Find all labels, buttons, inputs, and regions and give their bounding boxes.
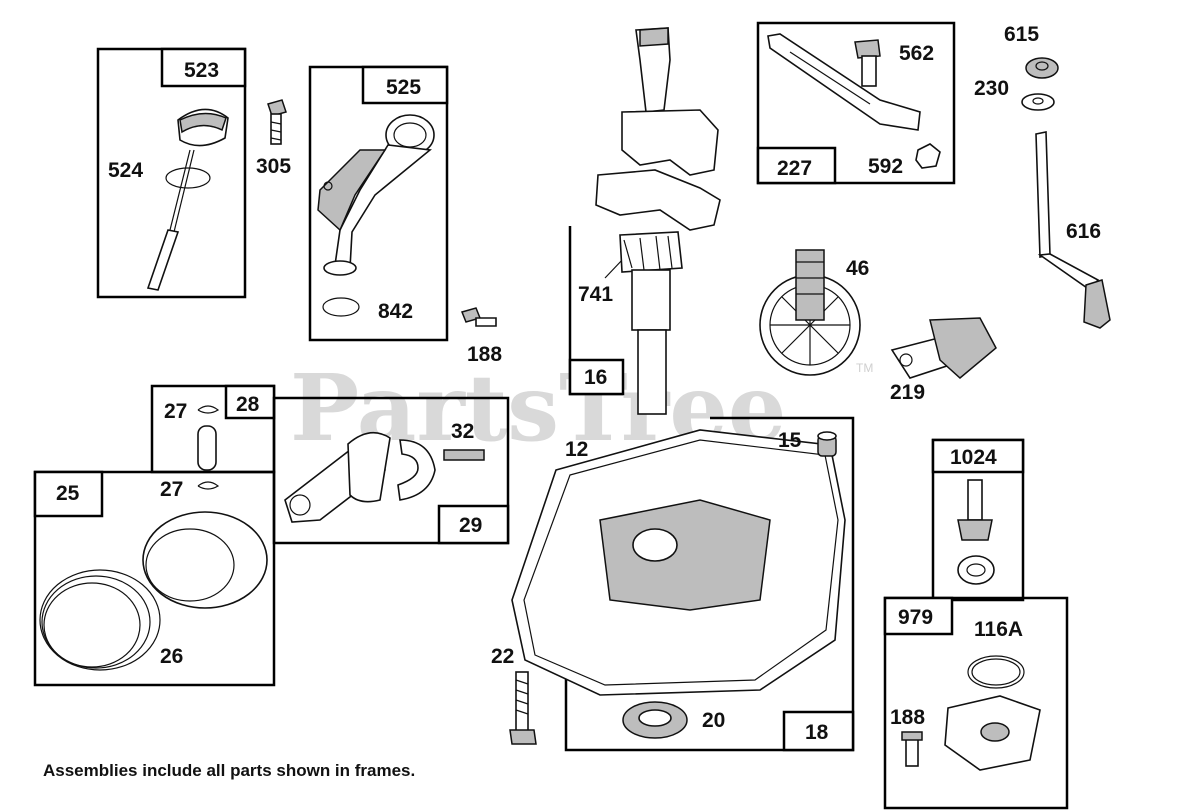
screw-305[interactable]: 305 bbox=[256, 99, 291, 178]
part-label-20: 20 bbox=[702, 709, 725, 732]
crankshaft-part bbox=[595, 27, 721, 415]
frame-dipstick-tag: 523 bbox=[184, 59, 219, 82]
part-label-741: 741 bbox=[578, 283, 613, 306]
part-label-22: 22 bbox=[491, 645, 514, 668]
part-label-27-top: 27 bbox=[164, 400, 187, 423]
part-label-230: 230 bbox=[974, 77, 1009, 100]
part-label-305: 305 bbox=[256, 155, 291, 178]
watermark-trademark: TM bbox=[856, 361, 873, 375]
part-label-15: 15 bbox=[778, 429, 802, 452]
part-label-562: 562 bbox=[899, 42, 934, 65]
frame-piston[interactable]: 25 27 26 bbox=[33, 470, 276, 687]
frame-pump-cover-tag: 979 bbox=[898, 606, 933, 629]
part-label-27-bottom: 27 bbox=[160, 478, 183, 501]
frame-oil-pump[interactable]: 1024 bbox=[931, 438, 1025, 602]
screw-188[interactable]: 188 bbox=[460, 307, 502, 366]
tube-part bbox=[317, 114, 435, 317]
part-label-616: 616 bbox=[1066, 220, 1101, 243]
frame-crankshaft-tag: 16 bbox=[584, 366, 607, 389]
part-label-116A: 116A bbox=[974, 618, 1023, 641]
frame-crankshaft[interactable]: 16 741 bbox=[568, 27, 721, 415]
part-label-32: 32 bbox=[451, 420, 474, 443]
frame-sump-tag: 18 bbox=[805, 721, 829, 744]
pump-cover-part bbox=[901, 655, 1041, 771]
part-label-219: 219 bbox=[890, 381, 925, 404]
bolt-22[interactable]: 22 bbox=[491, 645, 537, 745]
frame-dipstick[interactable]: 523 524 bbox=[96, 47, 247, 299]
frame-connecting-rod[interactable]: 29 32 bbox=[272, 396, 510, 545]
plug-15[interactable]: 15 bbox=[778, 429, 837, 457]
part-label-592: 592 bbox=[868, 155, 903, 178]
frame-piston-tag: 25 bbox=[56, 482, 80, 505]
part-label-842: 842 bbox=[378, 300, 413, 323]
frame-governor[interactable]: 227 562 592 bbox=[756, 21, 956, 185]
connecting-rod-part bbox=[284, 431, 485, 523]
part-label-12[interactable]: 12 bbox=[565, 438, 588, 461]
part-label-188-cover: 188 bbox=[890, 706, 925, 729]
camshaft-46[interactable]: 46 bbox=[759, 249, 869, 376]
part-label-46: 46 bbox=[846, 257, 869, 280]
washer-230[interactable]: 230 bbox=[974, 77, 1055, 111]
governor-219[interactable]: 219 bbox=[890, 317, 997, 404]
frame-piston-pin[interactable]: 28 27 bbox=[150, 384, 276, 474]
frame-connecting-rod-tag: 29 bbox=[459, 514, 482, 537]
sump-part bbox=[511, 429, 846, 739]
oil-pump-part bbox=[957, 479, 995, 585]
dipstick-part bbox=[146, 108, 229, 291]
part-label-524: 524 bbox=[108, 159, 143, 182]
frame-governor-tag: 227 bbox=[777, 157, 812, 180]
piston-part bbox=[39, 511, 268, 671]
frame-oil-pump-tag: 1024 bbox=[950, 446, 997, 469]
frame-sump[interactable]: 18 20 bbox=[511, 416, 855, 752]
frame-pump-cover[interactable]: 979 116A 188 bbox=[883, 596, 1069, 810]
frame-dipstick-tube-tag: 525 bbox=[386, 76, 421, 99]
frame-piston-pin-tag: 28 bbox=[236, 393, 260, 416]
footer-note: Assemblies include all parts shown in fr… bbox=[43, 761, 415, 780]
shaft-616[interactable]: 616 bbox=[1035, 131, 1111, 329]
washer-615[interactable]: 615 bbox=[1004, 23, 1059, 79]
part-label-26: 26 bbox=[160, 645, 183, 668]
governor-lever-part bbox=[767, 33, 941, 169]
part-label-188: 188 bbox=[467, 343, 502, 366]
frame-dipstick-tube[interactable]: 525 842 bbox=[308, 65, 449, 342]
part-label-615: 615 bbox=[1004, 23, 1039, 46]
